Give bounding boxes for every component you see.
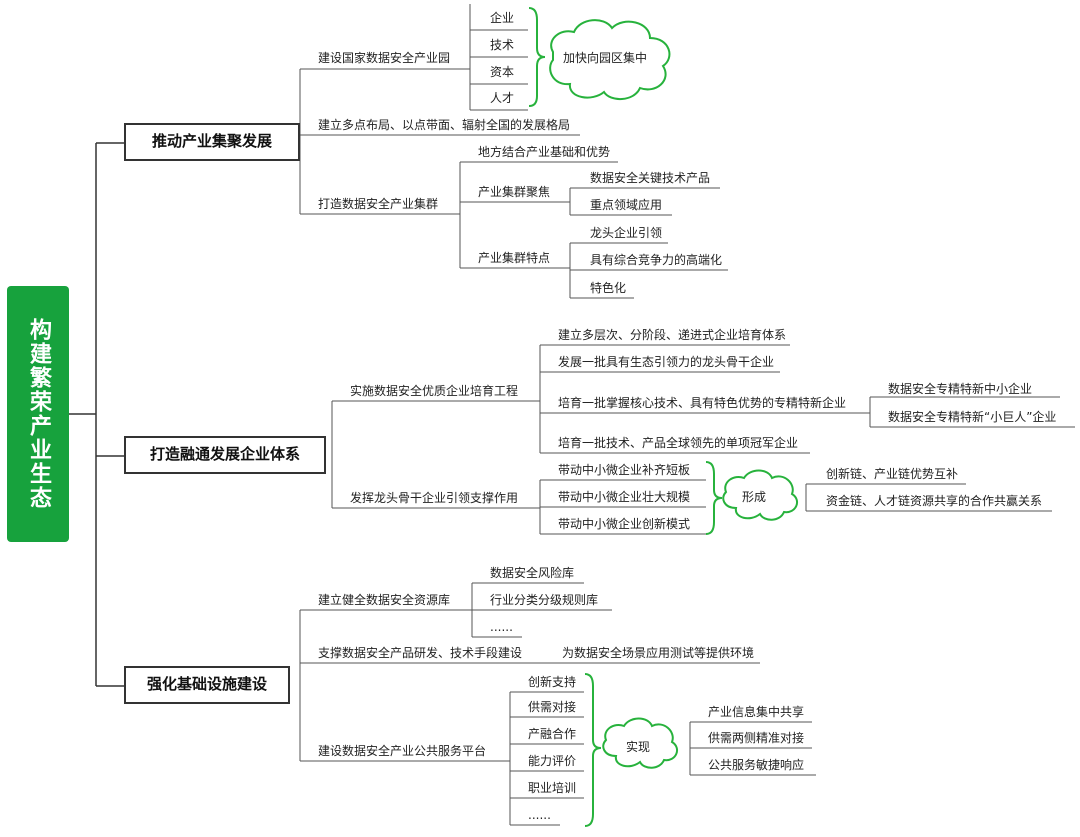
green-braces: [528, 7, 723, 827]
node-multipoint-layout: 建立多点布局、以点带面、辐射全国的发展格局: [318, 118, 571, 132]
node-single-champion: 培育一批技术、产品全球领先的单项冠军企业: [558, 436, 799, 450]
node-classification-rules: 行业分类分级规则库: [490, 593, 599, 607]
node-win-win: 资金链、人才链资源共享的合作共赢关系: [826, 494, 1043, 508]
node-local-foundation: 地方结合产业基础和优势: [478, 145, 611, 159]
node-library-more: ......: [490, 620, 513, 634]
node-supply-demand: 供需对接: [528, 700, 577, 714]
node-specialized: 特色化: [590, 281, 627, 295]
node-high-end: 具有综合竞争力的高端化: [590, 253, 723, 267]
node-cluster-features: 产业集群特点: [478, 251, 551, 265]
cloud-label-park: 加快向园区集中: [563, 51, 648, 65]
node-park-talent: 人才: [490, 91, 515, 105]
node-national-park: 建设国家数据安全产业园: [318, 51, 451, 65]
node-public-service: 建设数据安全产业公共服务平台: [318, 744, 487, 758]
node-park-capital: 资本: [490, 65, 515, 79]
branch-title-industry-cluster: 推动产业集聚发展: [124, 123, 300, 161]
root-title: 构建繁荣产业生态: [7, 286, 69, 542]
branch3-lines: [299, 582, 816, 826]
node-quality-cultivation: 实施数据安全优质企业培育工程: [350, 384, 519, 398]
node-multilevel-system: 建立多层次、分阶段、递进式企业培育体系: [558, 328, 787, 342]
node-chain-complement: 创新链、产业链优势互补: [826, 467, 959, 481]
cloud-form: [722, 469, 799, 521]
node-finance-cooperation: 产融合作: [528, 727, 577, 741]
node-platform-more: ......: [528, 808, 551, 822]
root-trunk: [69, 142, 124, 687]
node-cluster-focus: 产业集群聚焦: [478, 185, 551, 199]
node-park-technology: 技术: [490, 38, 515, 52]
node-fill-gaps: 带动中小微企业补齐短板: [558, 463, 691, 477]
node-little-giant: 数据安全专精特新“小巨人”企业: [888, 410, 1057, 424]
node-leader-support: 发挥龙头骨干企业引领支撑作用: [350, 491, 519, 505]
node-key-tech-products: 数据安全关键技术产品: [590, 171, 711, 185]
node-risk-library: 数据安全风险库: [490, 566, 575, 580]
node-innovate-mode: 带动中小微企业创新模式: [558, 517, 691, 531]
node-key-domain-apps: 重点领域应用: [590, 198, 663, 212]
node-specialized-new: 培育一批掌握核心技术、具有特色优势的专精特新企业: [558, 396, 847, 410]
node-innovation-support: 创新支持: [528, 675, 577, 689]
node-info-sharing: 产业信息集中共享: [708, 705, 805, 719]
cloud-park: [549, 19, 671, 100]
branch2-lines: [331, 344, 1075, 535]
node-resource-library: 建立健全数据安全资源库: [318, 593, 451, 607]
node-precise-matching: 供需两侧精准对接: [708, 731, 805, 745]
node-sme-specialized: 数据安全专精特新中小企业: [888, 382, 1033, 396]
node-capability-evaluation: 能力评价: [528, 754, 577, 768]
node-test-environment: 为数据安全场景应用测试等提供环境: [562, 646, 755, 660]
clouds: [549, 19, 799, 769]
node-leading-enterprises: 发展一批具有生态引领力的龙头骨干企业: [558, 355, 775, 369]
cloud-label-realize: 实现: [626, 740, 651, 754]
cloud-realize: [602, 717, 679, 769]
branch-title-infrastructure: 强化基础设施建设: [124, 666, 290, 704]
node-vocational-training: 职业培训: [528, 781, 577, 795]
node-grow-scale: 带动中小微企业壮大规模: [558, 490, 691, 504]
node-industry-cluster: 打造数据安全产业集群: [318, 197, 439, 211]
branch-title-enterprise-system: 打造融通发展企业体系: [124, 436, 326, 474]
branch1-lines: [299, 4, 728, 299]
node-leader-lead: 龙头企业引领: [590, 226, 663, 240]
cloud-label-form: 形成: [742, 490, 767, 504]
node-agile-response: 公共服务敏捷响应: [708, 758, 805, 772]
node-product-rd: 支撑数据安全产品研发、技术手段建设: [318, 646, 523, 660]
node-park-enterprise: 企业: [490, 11, 515, 25]
